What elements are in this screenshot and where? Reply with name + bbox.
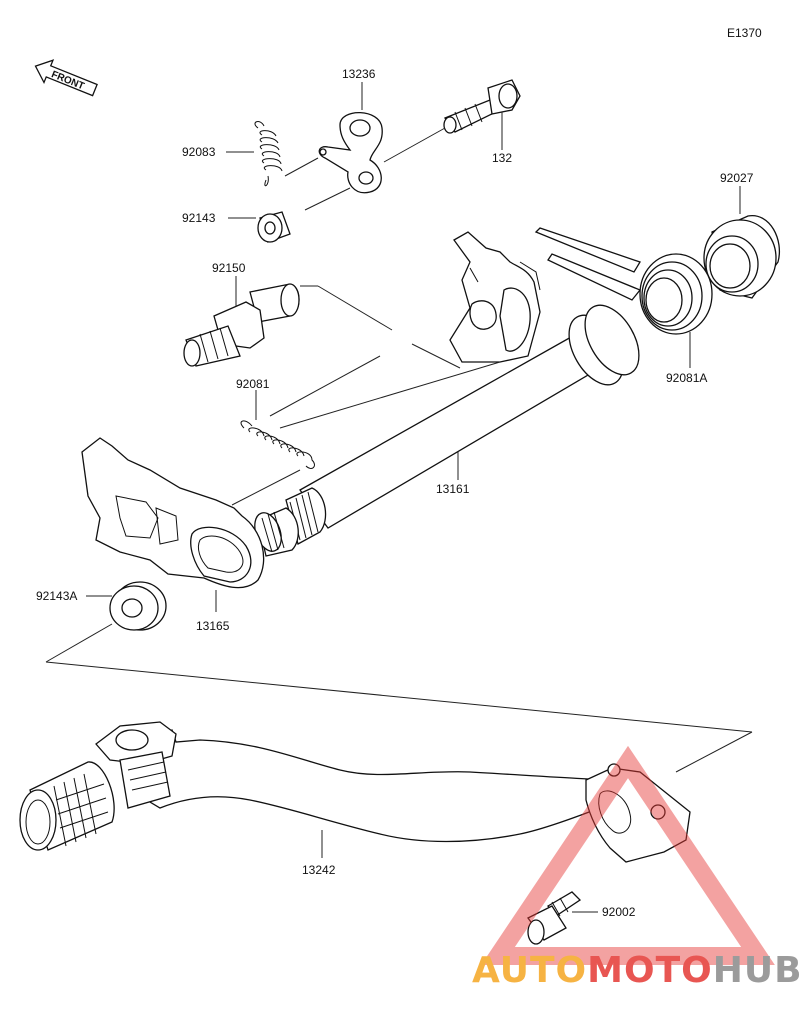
- label-92143: 92143: [182, 211, 216, 225]
- label-92083: 92083: [182, 145, 216, 159]
- diagram-code: E1370: [727, 26, 762, 40]
- label-92081: 92081: [236, 377, 270, 391]
- part-13236-plate: [318, 112, 383, 194]
- automotohub-watermark: AUTOMOTOHUB: [472, 745, 800, 991]
- watermark-auto: AUTO: [472, 950, 587, 991]
- part-13242-shift-lever: [19, 721, 691, 863]
- watermark-moto: MOTO: [587, 950, 713, 991]
- part-13165-shift-plate: [81, 437, 265, 589]
- label-92002: 92002: [602, 905, 636, 919]
- part-92083-spring: [254, 121, 283, 187]
- part-92081a-spring: [534, 227, 713, 335]
- front-arrow-icon: FRONT: [34, 59, 98, 97]
- label-13242: 13242: [302, 863, 336, 877]
- part-92081-spring: [240, 420, 315, 469]
- part-92002-bolt: [527, 891, 582, 945]
- label-92143a: 92143A: [36, 589, 77, 603]
- label-132: 132: [492, 151, 512, 165]
- part-92150-stud: [183, 283, 300, 367]
- warning-triangle-icon: [481, 745, 775, 965]
- label-92150: 92150: [212, 261, 246, 275]
- part-92143-collar: [257, 211, 291, 243]
- label-92027: 92027: [720, 171, 754, 185]
- watermark-hub: HUB: [713, 950, 800, 991]
- label-13161: 13161: [436, 482, 470, 496]
- part-92027-bushing: [703, 215, 780, 299]
- label-92081a: 92081A: [666, 371, 707, 385]
- part-92143a-washer: [109, 581, 167, 631]
- part-132-bolt: [443, 79, 521, 134]
- svg-text:AUTOMOTOHUB: AUTOMOTOHUB: [472, 950, 800, 991]
- part-13161-shift-shaft: [254, 304, 640, 557]
- label-13236: 13236: [342, 67, 376, 81]
- label-13165: 13165: [196, 619, 230, 633]
- part-shift-arm-upper: [449, 231, 541, 363]
